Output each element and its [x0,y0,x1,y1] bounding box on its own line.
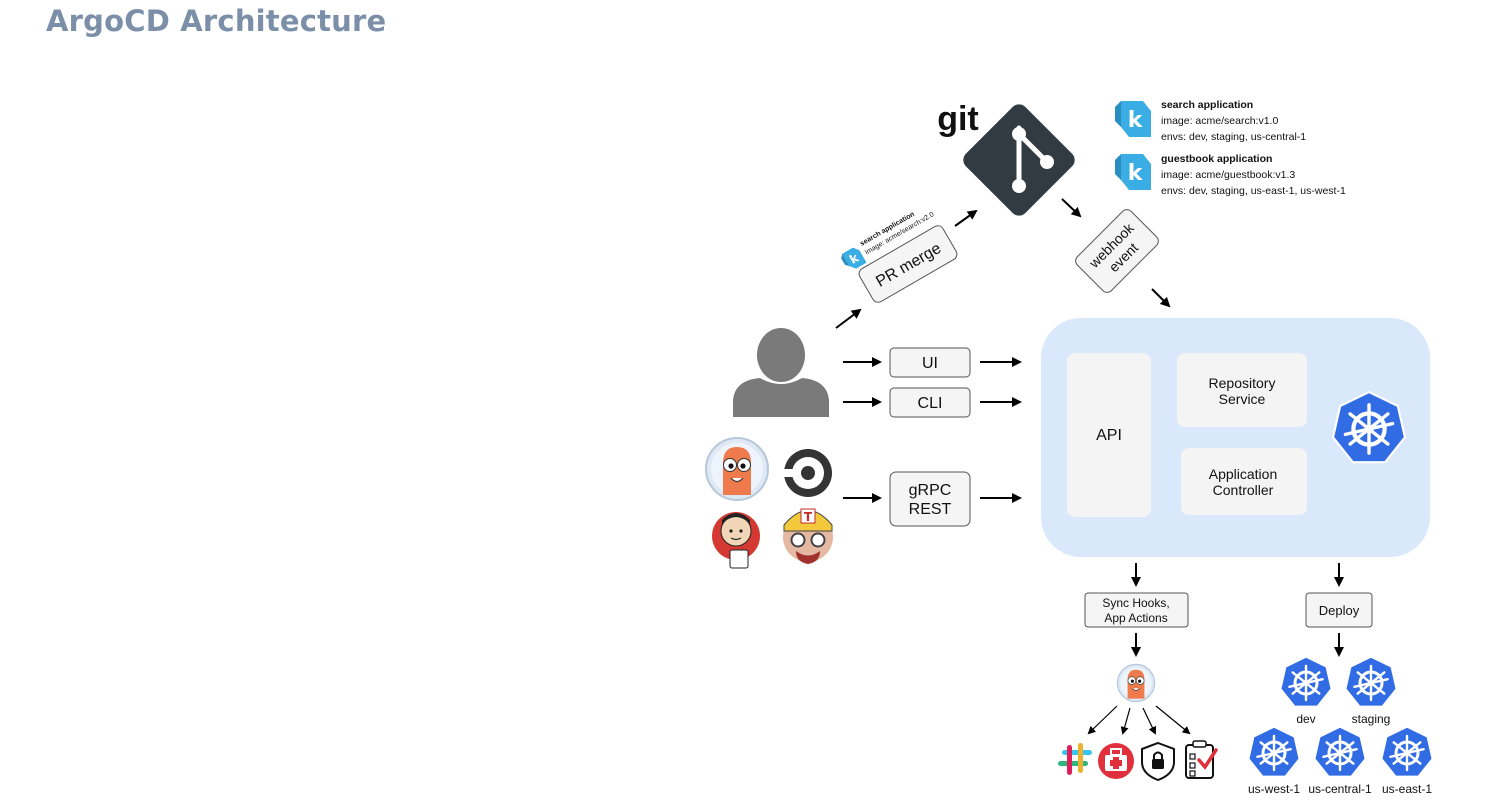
arrow-webhook-to-cluster [1151,288,1171,308]
git-label: git [937,100,979,138]
cluster-label-dev: dev [1296,712,1315,726]
app-search-envs: envs: dev, staging, us-central-1 [1161,131,1306,143]
repository-service-box[interactable] [1177,353,1307,427]
health-icon [1098,743,1134,779]
app-guestbook-envs: envs: dev, staging, us-east-1, us-west-1 [1161,185,1346,197]
slack-icon [1058,743,1092,775]
kustomize-icon [1115,101,1151,137]
rest-label: REST [909,501,952,518]
arrow-pr-to-git [954,209,978,227]
cli-box[interactable] [889,387,971,418]
deploy-box [1305,592,1373,628]
user-icon [733,328,829,417]
page-title: ArgoCD Architecture [46,4,387,38]
webhook-event-box: webhook event [1075,209,1159,293]
kubernetes-icon [1344,655,1398,708]
api-label: API [1096,427,1122,444]
kubernetes-icon [1247,725,1301,778]
kubernetes-icon [1313,725,1367,778]
app-guestbook-name: guestbook application [1161,153,1272,165]
sync-hooks-box [1084,592,1189,628]
arrow-to-health [1120,707,1131,735]
grpc-rest-box[interactable] [889,471,971,527]
cluster-label-staging: staging [1352,712,1391,726]
application-controller-box[interactable] [1181,448,1307,515]
ui-box[interactable] [889,347,971,378]
sync-hooks-label: Sync Hooks, [1102,596,1169,610]
app-search-image: image: acme/search:v1.0 [1161,115,1278,127]
arrow-git-to-webhook [1061,198,1082,218]
service-label: Service [1219,391,1266,407]
pr-merge-box: PR merge [858,225,958,303]
git-logo-icon [963,104,1075,216]
kustomize-icon [1115,154,1151,190]
app-search-name: search application [1161,99,1253,111]
kubernetes-icon [1380,725,1434,778]
kubernetes-icon [1279,655,1333,708]
application-label: Application [1209,466,1278,482]
api-box[interactable] [1067,353,1151,517]
lock-shield-icon [1141,741,1175,782]
travis-icon: T [783,508,833,564]
app-guestbook-image: image: acme/guestbook:v1.3 [1161,169,1295,181]
argo-mascot-icon [1116,663,1156,703]
cli-label: CLI [918,395,943,412]
arrow-to-policy [1142,707,1157,735]
controller-label: Controller [1213,482,1274,498]
cluster-label-us-west-1: us-west-1 [1248,782,1300,796]
arrow-to-checklist [1155,705,1191,735]
cluster-label-us-central-1: us-central-1 [1308,782,1372,796]
ui-label: UI [922,355,938,372]
app-actions-label: App Actions [1104,611,1167,625]
checklist-icon [1185,740,1218,779]
deploy-label: Deploy [1319,603,1360,618]
arrow-user-to-pr [835,308,862,329]
grpc-label: gRPC [909,482,952,499]
jenkins-icon [712,512,760,569]
arrow-to-slack [1087,705,1118,735]
cluster-label-us-east-1: us-east-1 [1382,782,1432,796]
argo-mascot-icon [705,437,769,501]
repository-label: Repository [1209,375,1276,391]
svg-text:T: T [804,510,813,524]
circleci-icon [782,449,832,497]
